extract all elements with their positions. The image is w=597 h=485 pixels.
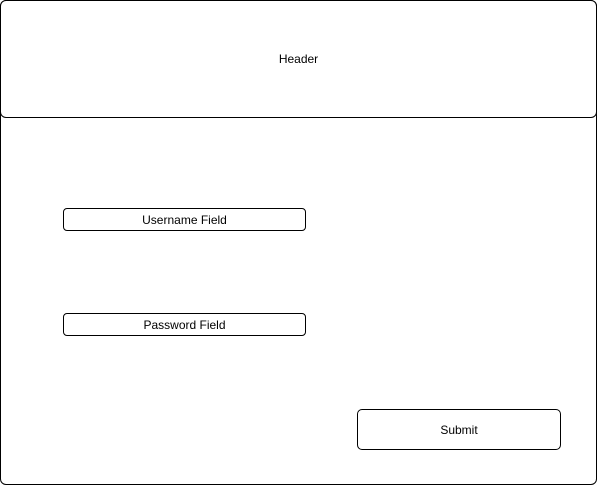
header-label: Header <box>278 52 319 66</box>
password-field[interactable]: Password Field <box>63 313 306 336</box>
header-box: Header <box>0 0 597 118</box>
submit-button[interactable]: Submit <box>357 409 561 450</box>
submit-button-label: Submit <box>440 422 478 437</box>
username-field[interactable]: Username Field <box>63 208 306 231</box>
password-field-label: Password Field <box>143 317 226 332</box>
username-field-label: Username Field <box>142 212 227 227</box>
